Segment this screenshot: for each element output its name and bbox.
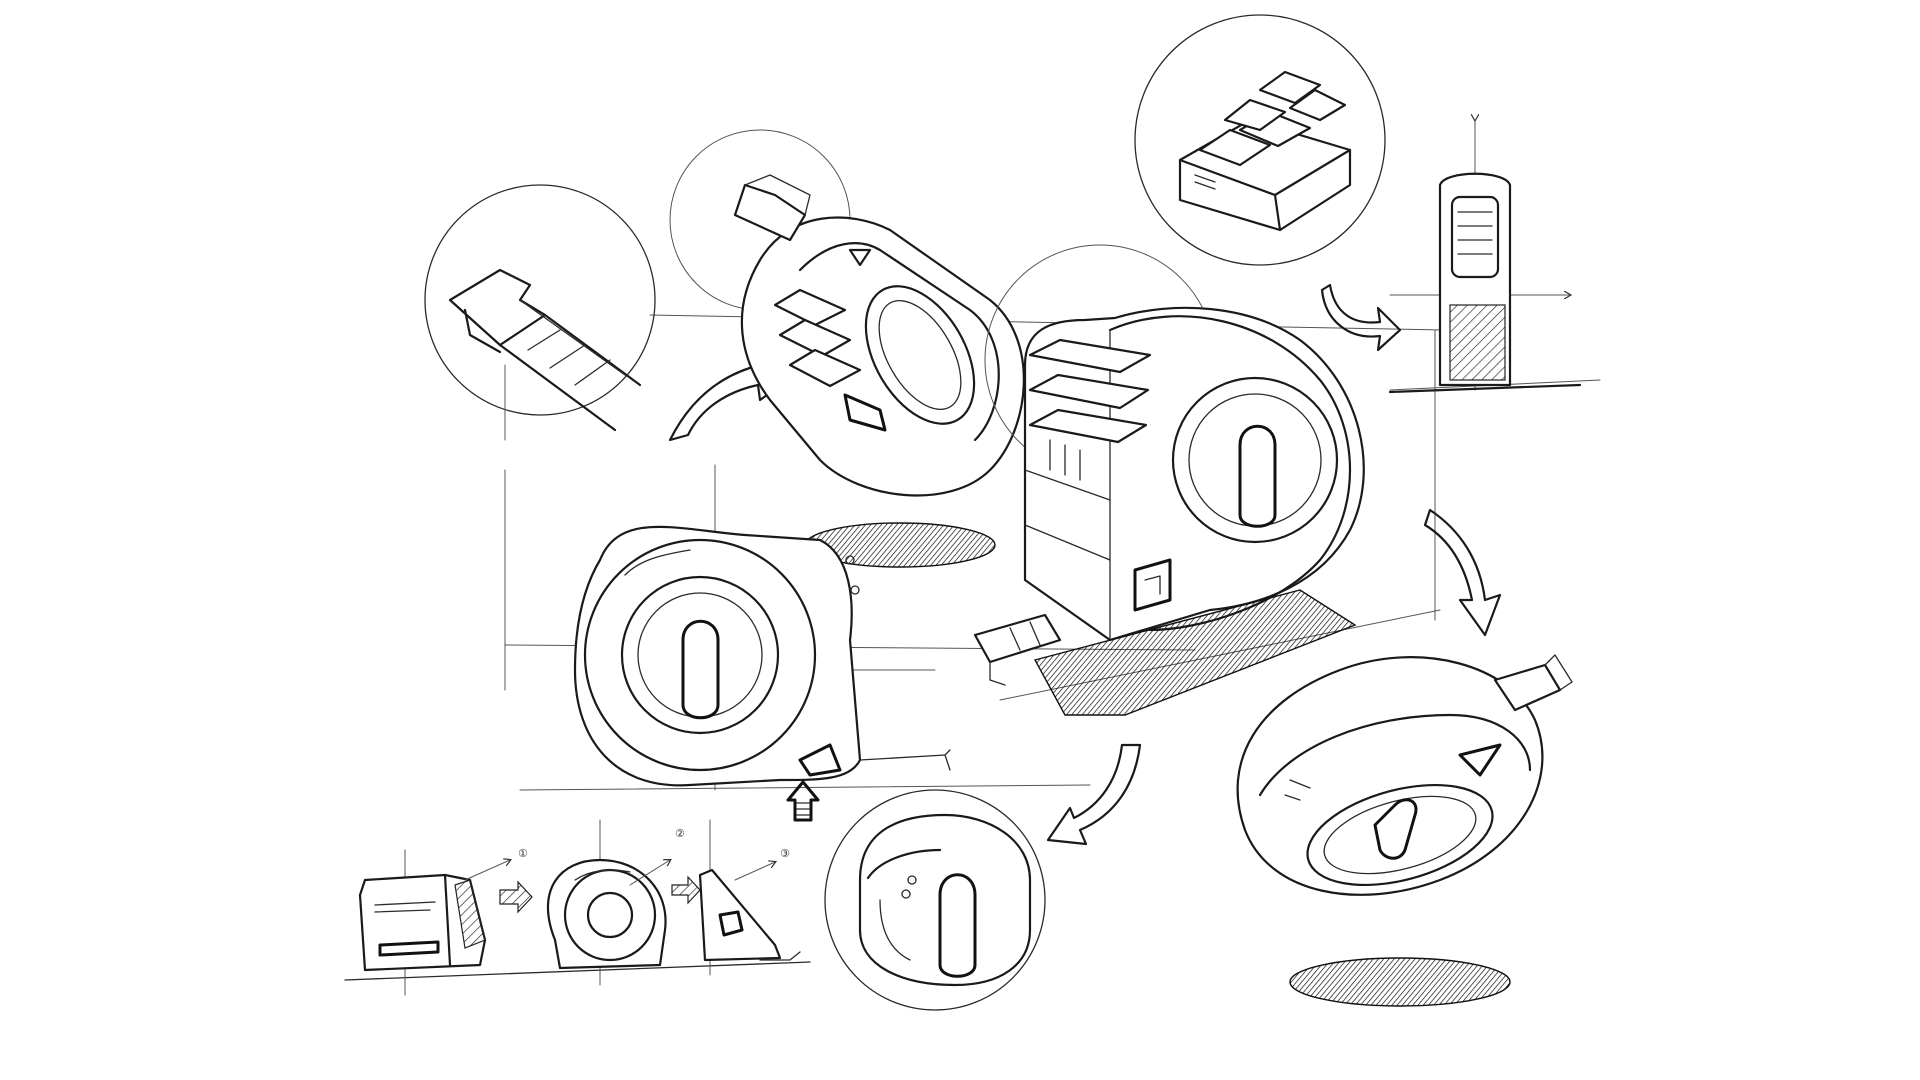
direction-arrow-3	[1423, 508, 1502, 637]
tape-measure-side-view	[573, 464, 951, 791]
callout-step-3: ③	[780, 847, 790, 860]
detail-circle-hole	[824, 789, 1046, 1011]
shadow-main	[1033, 589, 1357, 716]
direction-arrow-4	[1046, 743, 1142, 846]
process-step-triangle: ③	[698, 819, 801, 976]
shadow-ellipse-lower	[1289, 957, 1511, 1007]
process-step-wheel: ②	[546, 819, 685, 986]
direction-arrow-up	[786, 780, 820, 822]
tape-measure-front-view	[1388, 120, 1582, 394]
tape-measure-main-view	[973, 244, 1365, 686]
direction-arrow-2	[1320, 283, 1402, 352]
step-arrow-2	[671, 875, 701, 905]
tape-measure-oval-view	[1236, 654, 1573, 896]
callout-step-1: ①	[518, 847, 528, 860]
process-sequence: ① ② ③	[344, 819, 811, 996]
step-arrow-1	[499, 880, 533, 914]
callout-step-2: ②	[675, 827, 685, 840]
process-step-box: ①	[358, 847, 528, 996]
detail-circle-tape-hook	[424, 184, 656, 441]
tape-measure-tilted-view	[669, 129, 1025, 497]
detail-circle-buttons	[1134, 14, 1386, 266]
